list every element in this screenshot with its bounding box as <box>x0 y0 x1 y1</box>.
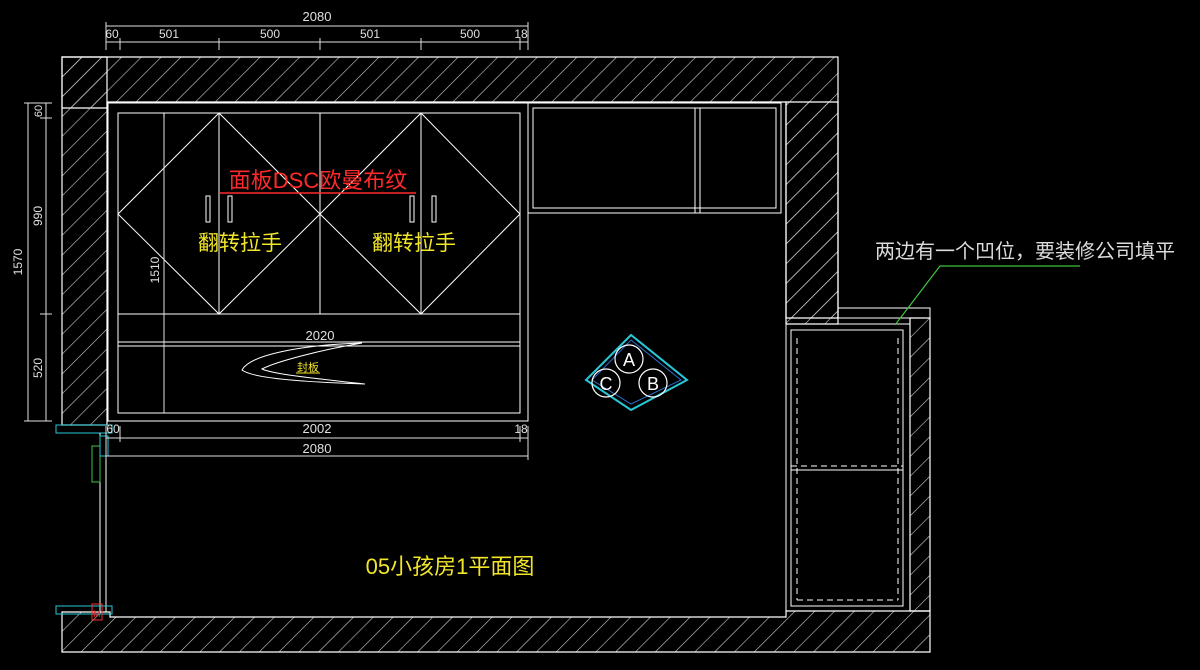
dim-top-seg-2: 501 <box>159 27 179 41</box>
wall-right-upper <box>785 101 839 319</box>
drawing-title: 05小孩房1平面图 <box>366 554 535 579</box>
dim-top-total: 2080 <box>303 9 332 24</box>
door-left <box>55 424 113 621</box>
dim-inner-height: 1510 <box>148 256 162 283</box>
dim-left-seg-3: 520 <box>31 358 45 378</box>
dimension-lines <box>24 22 529 460</box>
wall-top <box>61 56 839 325</box>
flip-handle-label-left: 翻转拉手 <box>198 232 282 255</box>
dim-top-seg-4: 501 <box>360 27 380 41</box>
flip-handle-label-right: 翻转拉手 <box>372 232 456 255</box>
dim-top-seg-6: 18 <box>514 27 528 41</box>
wall-bottom <box>61 610 931 653</box>
walls <box>61 56 931 653</box>
dim-bottom-left: 60 <box>106 422 120 436</box>
dim-inner-width: 2020 <box>306 328 335 343</box>
dim-bottom-inner: 2002 <box>303 421 332 436</box>
door-mark: M <box>93 609 101 619</box>
dim-left-total: 1570 <box>11 248 25 275</box>
dim-bottom-right: 18 <box>514 422 528 436</box>
view-marker-circle-a <box>614 344 644 374</box>
dim-top-seg-3: 500 <box>260 27 280 41</box>
cabinet-top-right <box>527 102 782 214</box>
dim-bottom-total: 2080 <box>303 441 332 456</box>
dim-top-seg-5: 500 <box>460 27 480 41</box>
view-marker-b: B <box>647 374 659 394</box>
view-marker-a: A <box>623 350 635 370</box>
view-marker-circle-b <box>638 368 668 398</box>
view-marker-c: C <box>600 374 613 394</box>
recess-leader-line <box>894 265 1080 326</box>
wall-left-upper <box>61 56 108 426</box>
dim-left-seg-1: 60 <box>33 105 45 117</box>
recess-note: 两边有一个凹位，要装修公司填平 <box>875 240 1175 263</box>
seal-board-label: 封板 <box>297 360 319 374</box>
wall-right-lower <box>909 317 931 612</box>
view-marker-circle-c <box>591 368 621 398</box>
panel-material-label: 面板DSC欧曼布纹 <box>229 168 407 193</box>
cabinet-right-lower <box>785 323 911 612</box>
dim-left-seg-2: 990 <box>31 206 45 226</box>
dim-top-seg-1: 60 <box>105 27 119 41</box>
view-direction-marker: A C B <box>584 333 689 412</box>
